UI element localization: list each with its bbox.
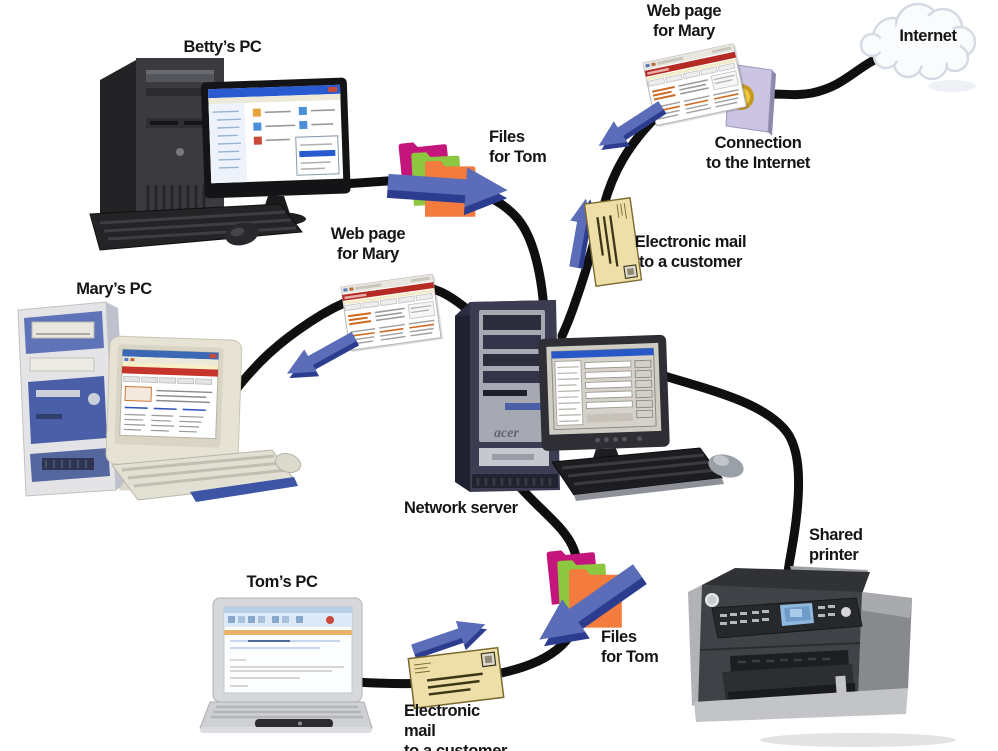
mary-monitor [105, 335, 243, 494]
label-line: for Mary [337, 245, 399, 263]
internet-cloud [859, 2, 977, 92]
label-line: for Tom [489, 148, 547, 166]
laptop-touchpad [255, 719, 333, 728]
label-line: to a customer [404, 742, 507, 751]
label-line: to the Internet [706, 154, 810, 172]
mary-power-button [88, 393, 100, 405]
toms-pc [199, 597, 373, 733]
server-acer-logo: acer [494, 426, 519, 441]
label-connection: Connection to the Internet [695, 133, 821, 173]
printer-base [694, 688, 908, 722]
betty-tower-side [100, 60, 136, 232]
label-web-page-top: Web page for Mary [628, 1, 740, 41]
label-line: Web page [330, 225, 406, 243]
server-mouse [708, 454, 744, 478]
label-files-bottom: Files for Tom [601, 627, 671, 667]
label-line: Electronic mail [404, 702, 480, 740]
label-line: Files [489, 128, 525, 146]
cable-server-to-printer [643, 366, 804, 577]
label-email-top: Electronic mail to a customer [633, 232, 748, 272]
betty-power-button [176, 148, 184, 156]
label-line: Electronic mail [634, 233, 747, 251]
printer-power-button [841, 607, 851, 617]
cable-internet-to-wallplate [757, 50, 889, 100]
printer-adf-lid [702, 568, 870, 594]
server-monitor [538, 334, 670, 476]
bettys-pc [89, 58, 351, 251]
mary-screen-banner [121, 366, 219, 377]
label-toms-pc: Tom’s PC [246, 573, 318, 591]
label-line: to a customer [639, 253, 742, 271]
label-files-top: Files for Tom [489, 127, 559, 167]
label-line: printer [809, 546, 859, 564]
betty-mouse [225, 222, 259, 246]
shared-printer [688, 566, 956, 747]
label-shared-printer: Shared printer [809, 525, 889, 565]
label-email-bottom: Electronic mail to a customer [404, 701, 514, 751]
label-line: for Mary [653, 22, 715, 40]
label-line: Shared [809, 526, 863, 544]
mary-cd-drive [31, 321, 95, 339]
label-line: Files [601, 628, 637, 646]
label-line: Connection [714, 134, 802, 152]
betty-monitor [200, 77, 351, 199]
marys-pc [17, 301, 302, 502]
label-web-page-mid: Web page for Mary [322, 224, 414, 264]
label-line: Web page [646, 2, 722, 20]
mary-tower-panel [28, 376, 107, 444]
betty-tower-vents [146, 185, 206, 222]
label-internet: Internet [899, 27, 957, 45]
email-envelope-bottom [407, 646, 505, 710]
network-server: acer [455, 300, 744, 501]
label-network-server: Network server [404, 499, 518, 517]
mary-mouse [274, 453, 302, 473]
label-bettys-pc: Betty’s PC [183, 38, 262, 56]
label-marys-pc: Mary’s PC [76, 280, 152, 298]
label-line: for Tom [601, 648, 659, 666]
mary-keyboard-wristrest [190, 477, 298, 502]
